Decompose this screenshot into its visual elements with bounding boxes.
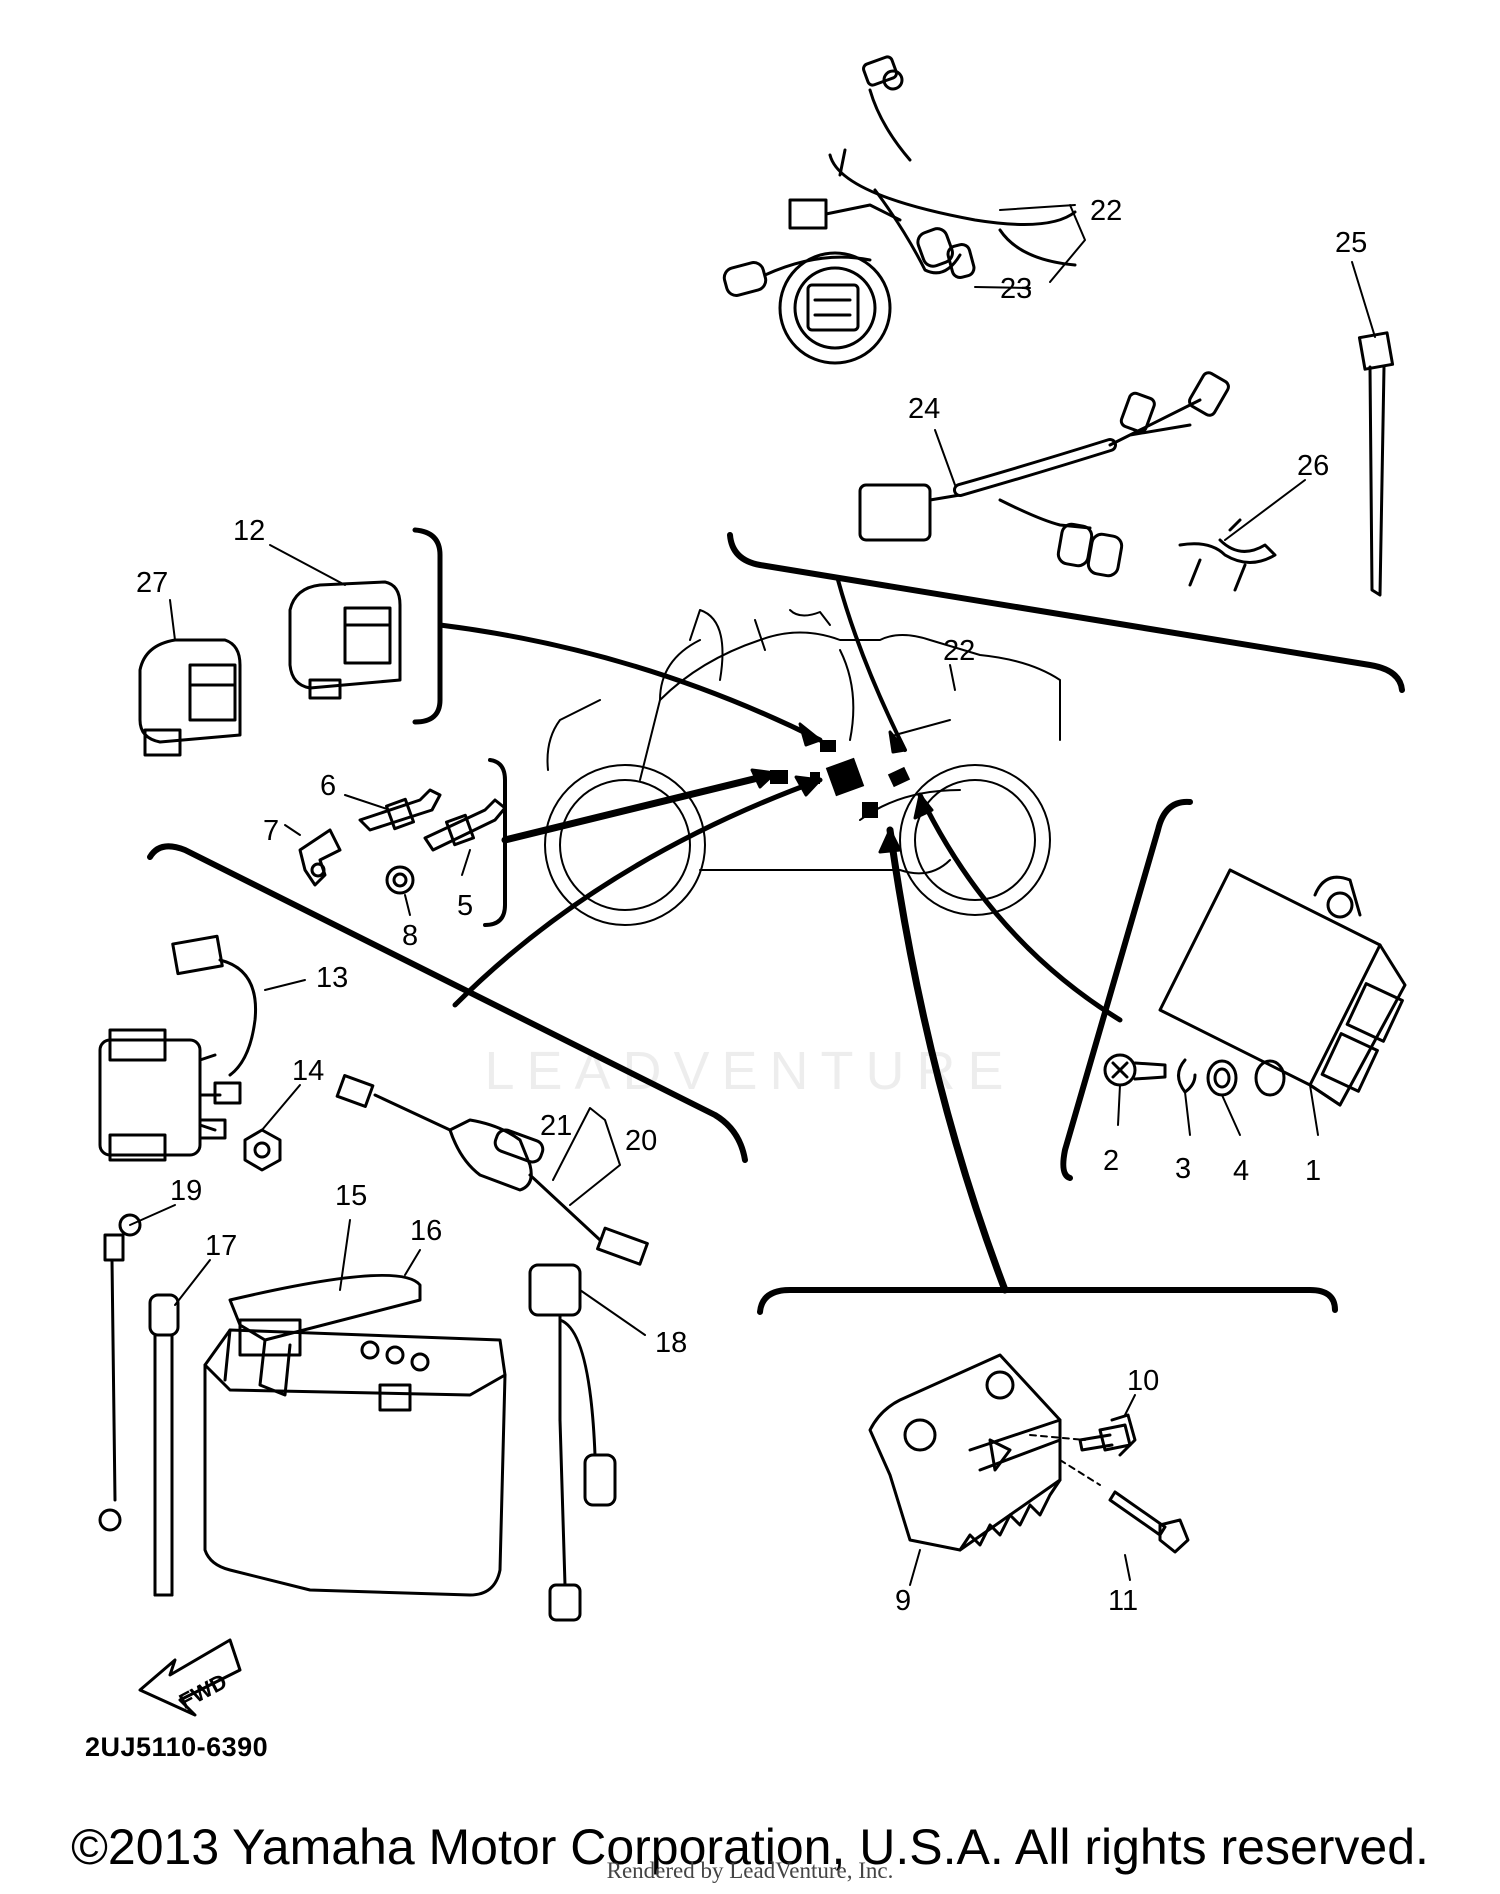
callout-20: 20	[625, 1125, 657, 1157]
breather-hose-17	[148, 1293, 180, 1597]
battery-15	[203, 1318, 507, 1597]
watermark: LEADVENTURE	[484, 1041, 1016, 1101]
callout-4: 4	[1233, 1155, 1249, 1187]
callout-16: 16	[410, 1215, 442, 1247]
diagram-part-code: 2UJ5110-6390	[85, 1732, 269, 1762]
callout-3: 3	[1175, 1153, 1191, 1185]
leader-rectifier	[886, 826, 1009, 1294]
callout-21: 21	[540, 1110, 572, 1142]
callout-7: 7	[263, 815, 279, 847]
leader-relays	[437, 622, 823, 743]
leader-top-right	[836, 578, 907, 752]
bracket-sensors	[483, 758, 507, 927]
relay-27	[138, 638, 242, 757]
relay-12	[288, 580, 402, 700]
bracket-rectifier	[757, 1287, 1338, 1315]
cable-19	[98, 1213, 142, 1532]
leader-sensors	[501, 771, 774, 844]
cdi-unit-1	[1158, 868, 1407, 1107]
fuse-21	[493, 1128, 545, 1164]
callout-6: 6	[320, 770, 336, 802]
battery-band-16	[223, 1273, 422, 1397]
callout-2: 2	[1103, 1145, 1119, 1177]
bracket-left-main	[147, 843, 748, 1163]
callout-14: 14	[292, 1055, 324, 1087]
starter-relay-13	[98, 934, 258, 1162]
callout-22-bike: 22	[943, 635, 975, 667]
washer-3	[1177, 1058, 1197, 1094]
nut-14	[243, 1128, 282, 1172]
copyright-notice: ©2013 Yamaha Motor Corporation, U.S.A. A…	[71, 1819, 1429, 1875]
sub-harness-24	[858, 371, 1230, 578]
bracket-cdi	[1060, 798, 1193, 1181]
callout-11: 11	[1108, 1585, 1138, 1617]
screw-2	[1103, 1053, 1167, 1087]
cable-tie-25	[1357, 331, 1395, 597]
leader-cdi	[917, 792, 1123, 1023]
bracket-top-right	[727, 532, 1405, 693]
callout-18: 18	[655, 1327, 687, 1359]
sensor-switches	[298, 788, 507, 895]
bracket-relays	[412, 527, 443, 725]
grommet-4	[1206, 1059, 1286, 1097]
callout-13: 13	[316, 962, 348, 994]
parts-diagram: 22 23 25 24 26 12 27 22 6 7 5 8 13 14 21…	[98, 55, 1407, 1717]
fwd-label: FWD	[175, 1668, 231, 1714]
callout-15: 15	[335, 1180, 367, 1212]
bolt-10	[1078, 1413, 1137, 1457]
callout-5: 5	[457, 890, 473, 922]
clamp-26	[1178, 518, 1277, 592]
callout-17: 17	[205, 1230, 237, 1262]
motorcycle-silhouette	[544, 609, 1061, 926]
bolt-11	[1108, 1490, 1190, 1554]
rendered-by-credit: Rendered by LeadVenture, Inc.	[606, 1858, 894, 1883]
callout-24: 24	[908, 393, 940, 425]
callout-12: 12	[233, 515, 265, 547]
callout-23: 23	[1000, 273, 1032, 305]
leader-left-main	[452, 777, 823, 1008]
neutral-switch-20	[335, 1074, 649, 1266]
callout-22-top: 22	[1090, 195, 1122, 227]
fwd-arrow	[138, 1638, 242, 1717]
callout-27: 27	[136, 567, 168, 599]
callout-8: 8	[402, 920, 418, 952]
callout-26: 26	[1297, 450, 1329, 482]
callout-10: 10	[1127, 1365, 1159, 1397]
callout-25: 25	[1335, 227, 1367, 259]
callout-1: 1	[1305, 1155, 1321, 1187]
wire-harness-22	[722, 55, 1077, 365]
callout-19: 19	[170, 1175, 202, 1207]
rectifier-9	[868, 1353, 1062, 1552]
callout-9: 9	[895, 1585, 911, 1617]
lead-18	[528, 1263, 617, 1622]
